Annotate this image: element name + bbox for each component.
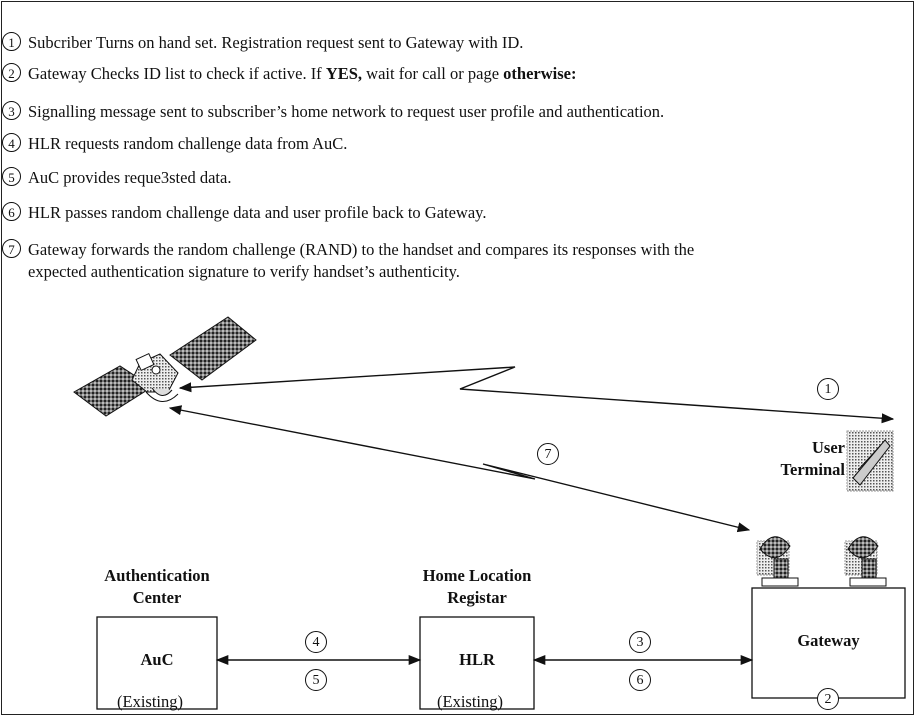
link-label-5: 5 [305, 669, 327, 691]
step-1-number: 1 [2, 32, 21, 51]
user-terminal-icon [846, 430, 894, 492]
auc-box [96, 616, 218, 710]
gateway-dish-right-icon [844, 536, 887, 587]
step-4-number: 4 [2, 133, 21, 152]
step-2-yes: YES, [325, 64, 363, 83]
gateway-step-label-2: 2 [817, 688, 839, 710]
step-7-number: 7 [2, 239, 21, 258]
link-label-4: 4 [305, 631, 327, 653]
hlr-title: Home Location Registar [386, 565, 568, 609]
step-2-text-a: Gateway Checks ID list to check if activ… [28, 64, 326, 83]
auc-title-line2: Center [132, 588, 182, 607]
link-label-3: 3 [629, 631, 651, 653]
auc-title-line1: Authentication [104, 566, 210, 585]
gateway-dish-left-icon [756, 536, 799, 587]
user-terminal-label: User Terminal [755, 437, 845, 481]
auc-status: (Existing) [117, 692, 183, 711]
hlr-box-label: HLR [459, 650, 495, 669]
gateway-box-label: Gateway [797, 631, 860, 650]
hlr-title-line1: Home Location [422, 566, 532, 585]
auc-title: Authentication Center [70, 565, 244, 609]
hlr-title-line2: Registar [447, 588, 507, 607]
link-label-1: 1 [817, 378, 839, 400]
step-6: 6 HLR passes random challenge data and u… [2, 202, 487, 224]
step-2-otherwise: otherwise: [503, 64, 577, 83]
link-label-6: 6 [629, 669, 651, 691]
hlr-box [419, 616, 535, 710]
step-3-number: 3 [2, 101, 21, 120]
user-terminal-label-line1: User [812, 438, 845, 457]
step-3: 3 Signalling message sent to subscriber’… [2, 101, 665, 123]
step-7-text-line2: expected authentication signature to ver… [28, 262, 460, 281]
link-label-7: 7 [537, 443, 559, 465]
hlr-status: (Existing) [437, 692, 503, 711]
step-3-text: Signalling message sent to subscriber’s … [28, 102, 665, 121]
auc-box-label: AuC [140, 650, 174, 669]
step-1-text: Subcriber Turns on hand set. Registratio… [28, 33, 524, 52]
step-6-number: 6 [2, 202, 21, 221]
link-satellite-gateway [168, 405, 751, 533]
step-5: 5 AuC provides reque3sted data. [2, 167, 232, 189]
step-2-number: 2 [2, 63, 21, 82]
step-2: 2 Gateway Checks ID list to check if act… [2, 63, 577, 85]
step-7-text-line1: Gateway forwards the random challenge (R… [28, 240, 695, 259]
step-4-text: HLR requests random challenge data from … [28, 134, 348, 153]
step-2-text-b: wait for call or page [362, 64, 504, 83]
link-satellite-user [178, 366, 895, 424]
step-7: 7 Gateway forwards the random challenge … [2, 239, 695, 283]
gateway-box [751, 587, 906, 699]
user-terminal-label-line2: Terminal [780, 460, 845, 479]
step-5-text: AuC provides reque3sted data. [28, 168, 232, 187]
step-5-number: 5 [2, 167, 21, 186]
step-1: 1 Subcriber Turns on hand set. Registrat… [2, 32, 524, 54]
step-4: 4 HLR requests random challenge data fro… [2, 133, 348, 155]
step-6-text: HLR passes random challenge data and use… [28, 203, 487, 222]
satellite-icon [73, 316, 257, 417]
